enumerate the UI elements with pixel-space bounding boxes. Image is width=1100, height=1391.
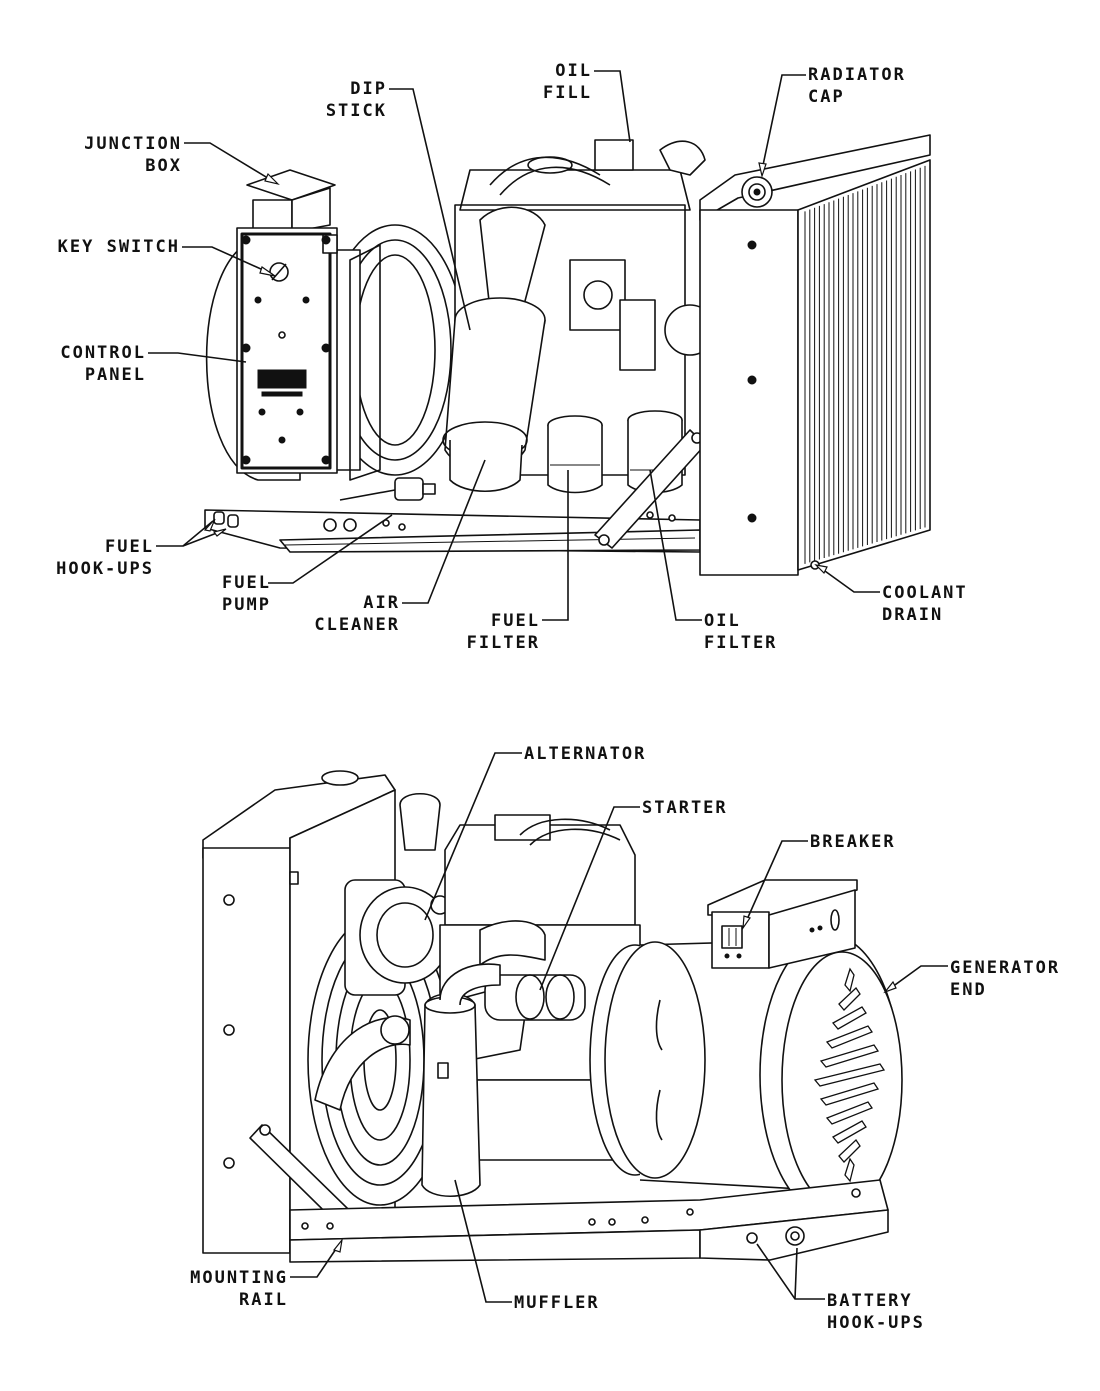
callout-label-line: CONTROL bbox=[60, 343, 146, 363]
callout-label-line: MUFFLER bbox=[514, 1293, 600, 1313]
grille-slot bbox=[825, 1101, 873, 1125]
callout-label-line: FILTER bbox=[704, 633, 777, 653]
callout-junction-box: JUNCTION BOX bbox=[84, 134, 280, 186]
callout-label-line: FILL bbox=[543, 83, 592, 103]
fuel-pump bbox=[339, 477, 436, 501]
callout-label-line: DIP bbox=[350, 79, 387, 99]
control-panel bbox=[236, 227, 338, 474]
grille-slot bbox=[831, 1120, 867, 1144]
callout-label-line: BOX bbox=[145, 156, 182, 176]
callout-label-line: MOUNTING bbox=[190, 1268, 288, 1288]
mounting-rail bbox=[289, 1179, 889, 1263]
grille-slot bbox=[844, 967, 855, 993]
callout-mounting-rail: MOUNTING RAIL bbox=[190, 1237, 343, 1310]
grille-slot bbox=[819, 1044, 880, 1068]
junction-box bbox=[246, 169, 336, 233]
radiator bbox=[699, 134, 931, 576]
callout-generator-end: GENERATOR END bbox=[883, 958, 1060, 1000]
callout-label-line: JUNCTION bbox=[84, 134, 182, 154]
grille-slot bbox=[825, 1025, 873, 1049]
breaker-box bbox=[707, 879, 858, 969]
callout-label-line: DRAIN bbox=[882, 605, 943, 625]
callout-label-line: RADIATOR bbox=[808, 65, 906, 85]
callout-label-line: CAP bbox=[808, 87, 845, 107]
grille-slot bbox=[819, 1082, 880, 1106]
air-cleaner bbox=[442, 206, 546, 493]
front-view-illustration bbox=[204, 134, 931, 576]
grille-slot bbox=[838, 986, 861, 1011]
leader-arrowhead bbox=[203, 518, 216, 532]
callout-label-line: AIR bbox=[363, 593, 400, 613]
callout-oil-fill: OIL FILL bbox=[543, 61, 631, 143]
callout-fuel-pump: FUEL PUMP bbox=[222, 514, 393, 615]
starter bbox=[484, 974, 586, 1021]
callout-label-line: STARTER bbox=[642, 798, 728, 818]
leader-arrowhead bbox=[758, 162, 767, 179]
leader-arrowhead bbox=[814, 564, 828, 575]
callout-label-line: ALTERNATOR bbox=[524, 744, 646, 764]
fuel-hook-up-fittings bbox=[213, 511, 239, 528]
callout-label-line: OIL bbox=[704, 611, 741, 631]
callout-oil-filter: OIL FILTER bbox=[649, 469, 777, 653]
generator-body bbox=[589, 934, 903, 1216]
callout-fuel-filter: FUEL FILTER bbox=[467, 470, 569, 653]
callout-fuel-hook-ups: FUEL HOOK-UPS bbox=[56, 518, 227, 579]
leader-arrowhead bbox=[212, 528, 227, 537]
callout-label-line: FUEL bbox=[222, 573, 271, 593]
alternator bbox=[344, 793, 451, 996]
callout-dip-stick: DIP STICK bbox=[326, 79, 471, 331]
callout-alternator: ALTERNATOR bbox=[424, 744, 646, 921]
generator-end-grille bbox=[813, 967, 886, 1183]
callout-label-line: CLEANER bbox=[314, 615, 400, 635]
callout-label-line: HOOK-UPS bbox=[56, 559, 154, 579]
leader-arrowhead bbox=[259, 266, 276, 277]
callout-label-line: FUEL bbox=[105, 537, 154, 557]
rear-view-illustration bbox=[202, 770, 903, 1263]
callout-label-line: BREAKER bbox=[810, 832, 896, 852]
callout-label-line: BATTERY bbox=[827, 1291, 913, 1311]
callout-label-line: PUMP bbox=[222, 595, 271, 615]
callout-radiator-cap: RADIATOR CAP bbox=[758, 65, 906, 179]
callout-label-line: OIL bbox=[555, 61, 592, 81]
leader-arrowhead bbox=[332, 1237, 343, 1253]
callout-label-line: END bbox=[950, 980, 987, 1000]
callout-key-switch: KEY SWITCH bbox=[58, 237, 276, 277]
grille-slot bbox=[838, 1138, 861, 1163]
callout-battery-hook-ups: BATTERY HOOK-UPS bbox=[756, 1243, 925, 1333]
callout-coolant-drain: COOLANT DRAIN bbox=[814, 564, 968, 625]
callout-label-line: FILTER bbox=[467, 633, 540, 653]
callout-label-line: PANEL bbox=[85, 365, 146, 385]
callout-breaker: BREAKER bbox=[742, 832, 896, 931]
callout-label-line: GENERATOR bbox=[950, 958, 1060, 978]
callout-label-line: KEY SWITCH bbox=[58, 237, 180, 257]
muffler bbox=[421, 963, 501, 1197]
grille-slot bbox=[844, 1157, 855, 1183]
radiator-fins bbox=[804, 165, 926, 564]
callout-starter: STARTER bbox=[539, 798, 728, 991]
leader-arrowhead bbox=[264, 172, 280, 186]
leader-arrowhead bbox=[742, 915, 751, 931]
callout-label-line: HOOK-UPS bbox=[827, 1313, 925, 1333]
callout-label-line: FUEL bbox=[491, 611, 540, 631]
fuel-filter bbox=[547, 415, 603, 494]
grille-slot bbox=[831, 1006, 867, 1030]
callout-muffler: MUFFLER bbox=[454, 1179, 600, 1313]
grille-slot bbox=[813, 1063, 886, 1087]
callout-control-panel: CONTROL PANEL bbox=[60, 343, 247, 385]
callout-air-cleaner: AIR CLEANER bbox=[314, 459, 486, 635]
callout-label-line: RAIL bbox=[239, 1290, 288, 1310]
coolant-hose bbox=[314, 1015, 411, 1111]
callout-label-line: COOLANT bbox=[882, 583, 968, 603]
leader-arrowhead bbox=[883, 980, 897, 994]
callout-label-line: STICK bbox=[326, 101, 387, 121]
